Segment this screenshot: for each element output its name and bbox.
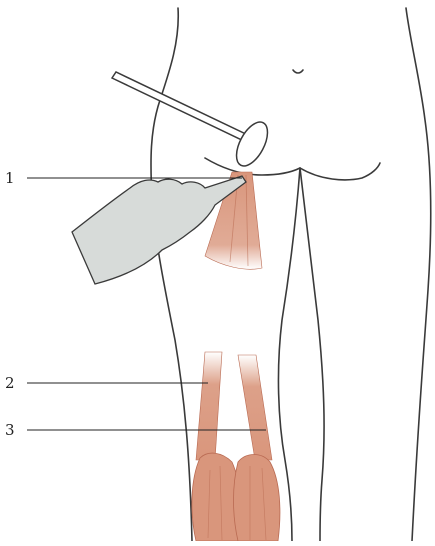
left-torso-line (151, 8, 192, 541)
muscle-2 (196, 352, 222, 460)
reflex-hammer (112, 72, 274, 171)
muscle-group (192, 172, 280, 541)
body-outline (151, 8, 431, 541)
inner-right-leg (300, 168, 324, 541)
hammer-head (230, 117, 274, 171)
muscle-3 (238, 355, 272, 460)
inner-left-leg (278, 168, 300, 541)
hammer-handle (112, 72, 250, 142)
label-1: 1 (5, 171, 15, 186)
label-3: 3 (5, 423, 15, 438)
navel (293, 70, 303, 73)
calf-right-muscle (234, 455, 280, 542)
right-torso-line (406, 8, 431, 541)
groin-right (300, 163, 380, 180)
label-2: 2 (5, 376, 15, 391)
